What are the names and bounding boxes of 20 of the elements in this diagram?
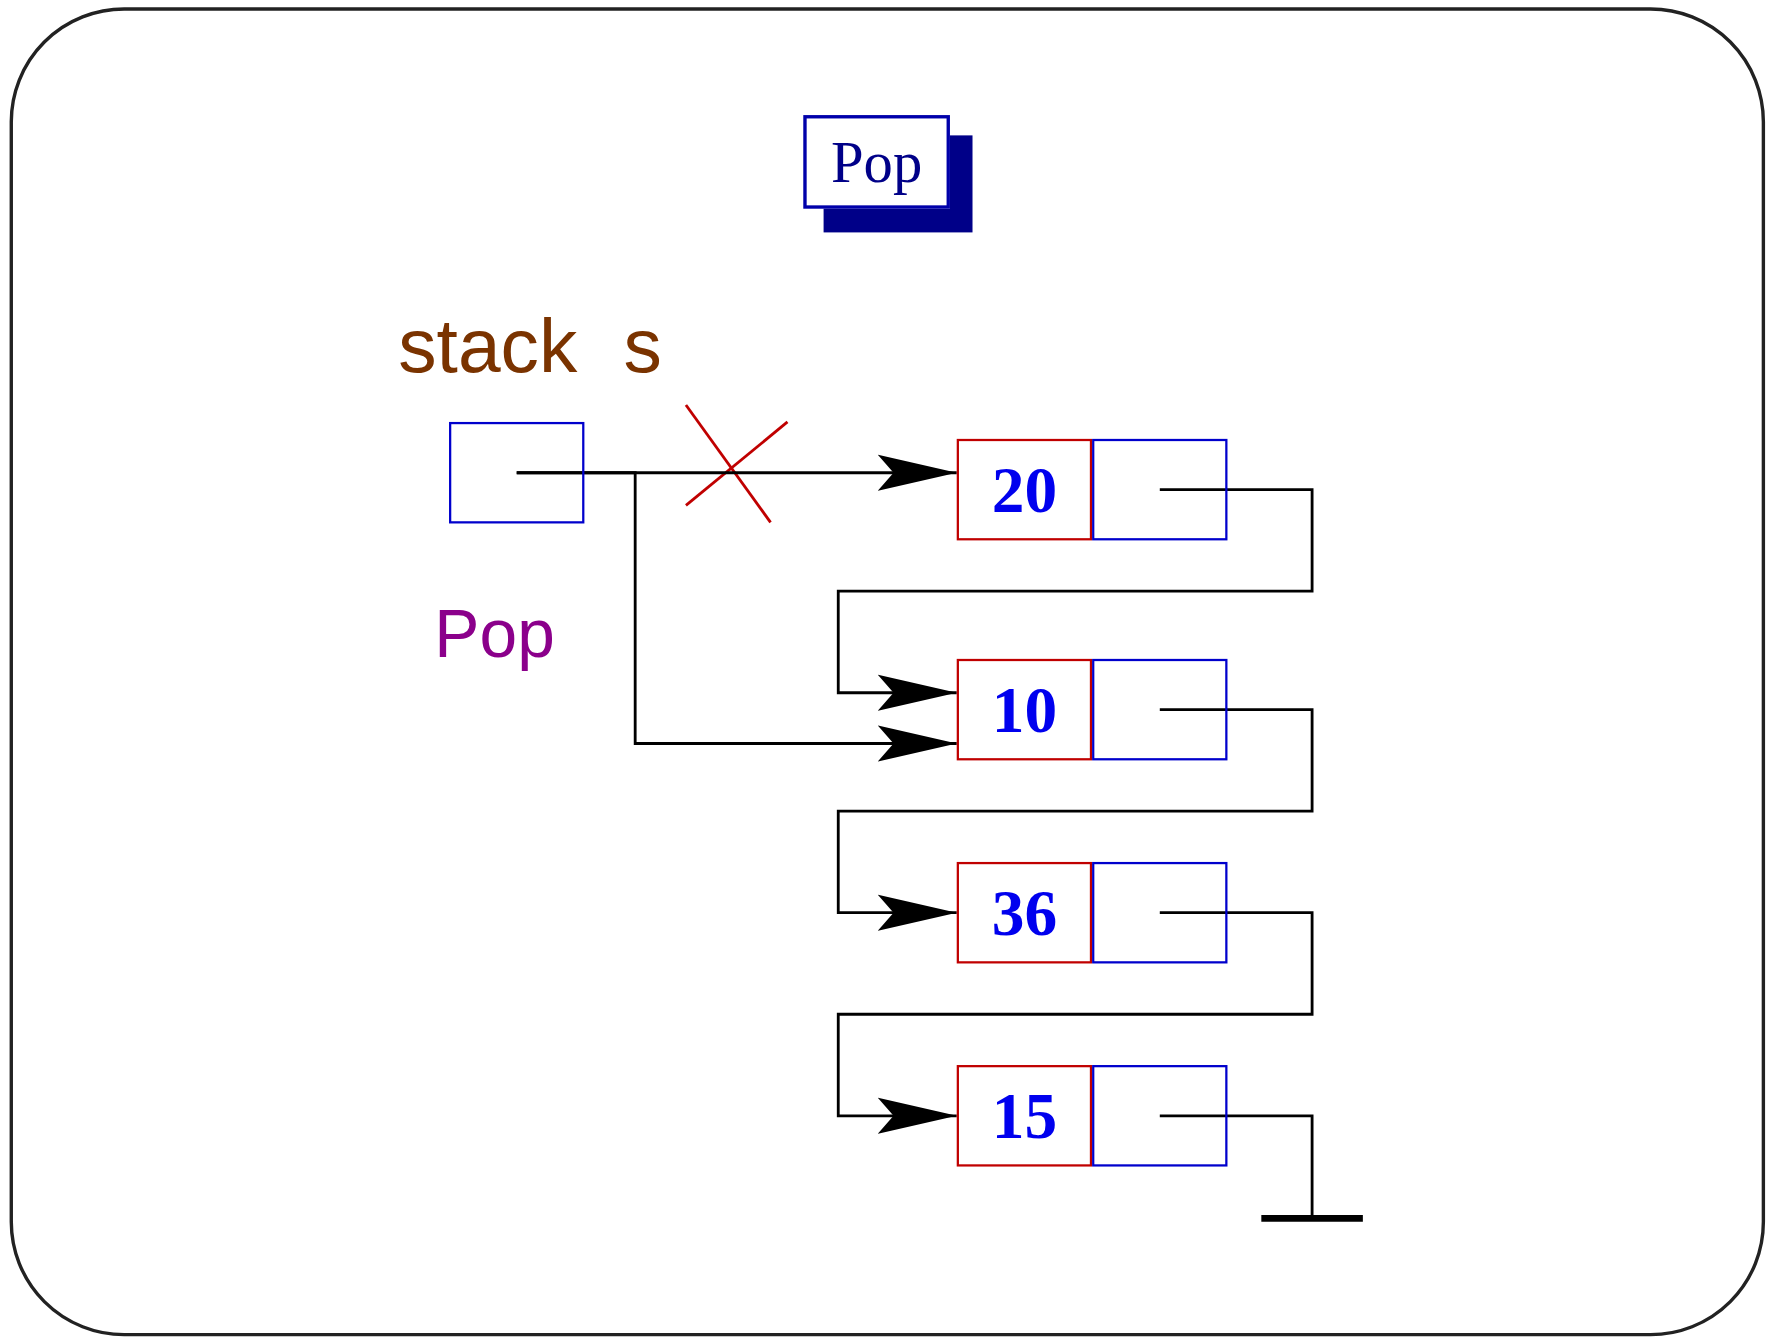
pointer-arrow bbox=[836, 708, 1314, 931]
pointer-arrow bbox=[836, 911, 1314, 1134]
variable-label: stack s bbox=[398, 306, 662, 384]
pointer-arrow bbox=[836, 488, 1314, 711]
data-cell bbox=[956, 658, 1093, 761]
node-value: 36 bbox=[991, 875, 1058, 951]
title-box bbox=[803, 115, 950, 209]
data-cell bbox=[956, 861, 1093, 964]
data-cell bbox=[956, 1065, 1093, 1167]
pointer-cell bbox=[449, 421, 585, 524]
node-value: 20 bbox=[991, 451, 1058, 528]
node-value: 15 bbox=[991, 1078, 1058, 1154]
pointer-cell bbox=[1092, 1065, 1228, 1167]
data-cell bbox=[956, 438, 1093, 541]
title-text: Pop bbox=[830, 128, 923, 196]
node-value: 10 bbox=[991, 671, 1058, 748]
pointer-cell bbox=[1092, 438, 1228, 541]
pointer-cell bbox=[1092, 861, 1228, 964]
pointer-arrow bbox=[516, 471, 957, 762]
pointer-cell bbox=[1092, 658, 1228, 761]
